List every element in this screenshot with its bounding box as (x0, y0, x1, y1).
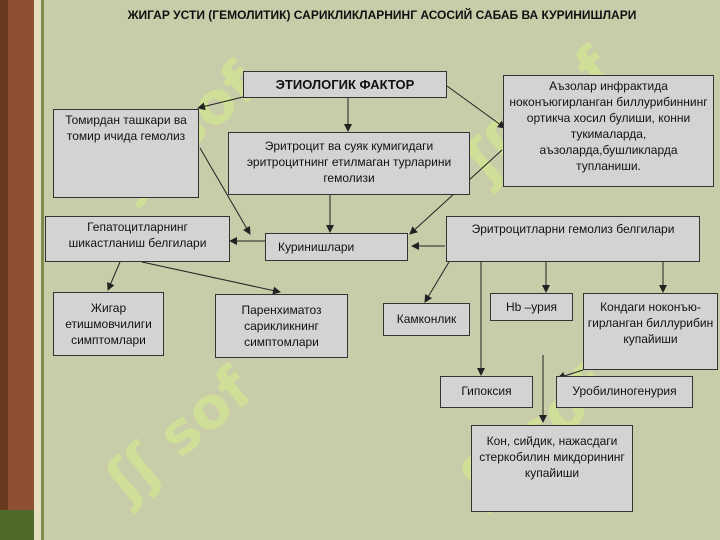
anemia-box: Камконлик (383, 303, 470, 336)
hb-uria-box: Hb –урия (490, 293, 573, 321)
urobilinogenuria-box: Уробилиногенурия (556, 376, 693, 408)
stercobilin-box: Кон, сийдик, нажасдаги стеркобилин микдо… (471, 425, 633, 512)
sidebar-dark-stripe (0, 0, 8, 540)
parenchymal-jaundice-box: Паренхиматоз сарикликнинг симптомлари (215, 294, 348, 358)
arrow-vessel-to-manifestations (199, 147, 251, 235)
sidebar-edge-stripe (41, 0, 44, 540)
etiology-factor-box: ЭТИОЛОГИК ФАКТОР (243, 71, 447, 98)
marrow-hemolysis-box: Эритроцит ва суяк кумигидаги эритроцитни… (228, 132, 470, 195)
hepatocyte-damage-box: Гепатоцитларнинг шикастланиш белгилари (45, 216, 230, 262)
arrow-hepatocyte-to-parenchymal (141, 261, 281, 295)
liver-failure-box: Жигар етишмовчилиги симптомлари (53, 292, 164, 356)
sidebar-light-stripe (34, 0, 41, 540)
unconjugated-bilirubin-box: Кондаги ноконъю-гирланган биллурибин куп… (583, 293, 718, 370)
sidebar-green-block (0, 510, 34, 540)
arrow-hepatocyte-to-liver-failure (107, 261, 121, 291)
erythrocyte-hemolysis-box: Эритроцитларни гемолиз белгилари (446, 216, 700, 262)
arrow-hemolysis-to-anemia (424, 261, 450, 303)
page-title: ЖИГАР УСТИ (ГЕМОЛИТИК) САРИКЛИКЛАРНИНГ А… (127, 8, 637, 22)
arrow-etiology-to-vessel (197, 96, 244, 111)
infarction-bilirubin-box: Аъзолар инфрактида ноконъюгирланган билл… (503, 75, 714, 187)
manifestations-box: Куринишлари (265, 233, 408, 261)
vessel-hemolysis-box: Томирдан ташкари ва томир ичида гемолиз (53, 109, 199, 198)
hypoxia-box: Гипоксия (440, 376, 533, 408)
arrow-etiology-to-infarction (446, 85, 506, 129)
